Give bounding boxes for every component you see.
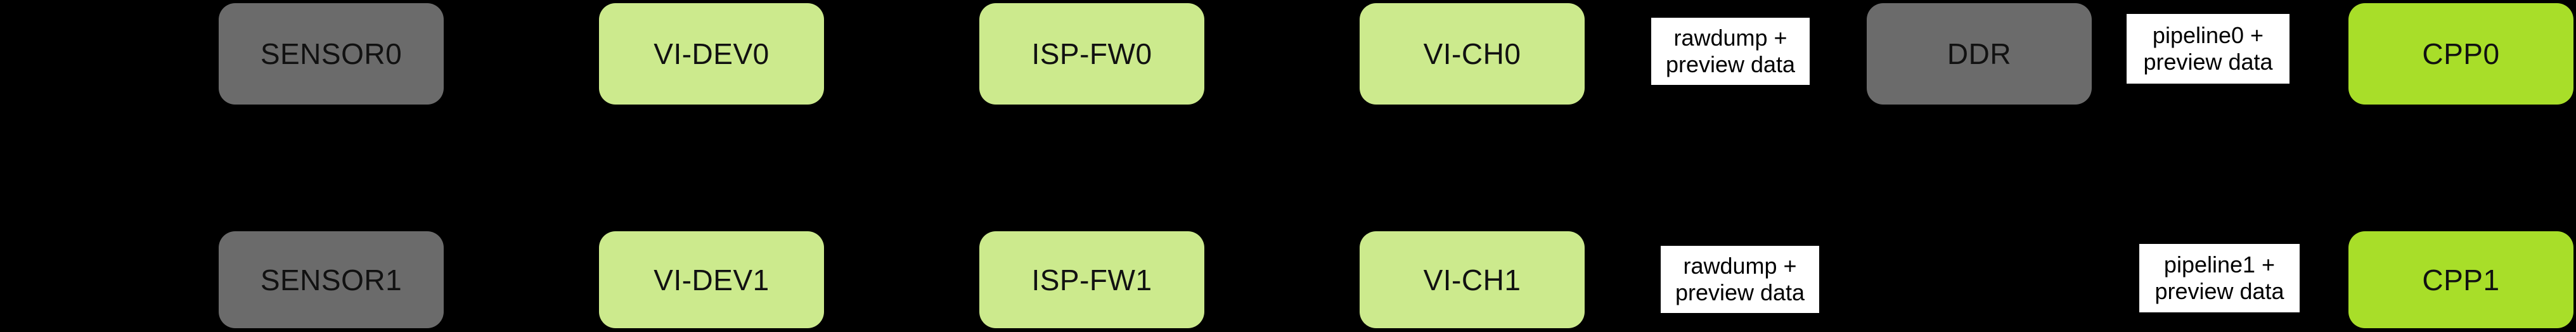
data-label-line: rawdump + — [1683, 252, 1797, 279]
data-label-rawdump1: rawdump +preview data — [1661, 246, 1819, 313]
node-vi-ch0[interactable]: VI-CH0 — [1360, 3, 1585, 105]
node-ddr0[interactable]: DDR — [1867, 3, 2092, 105]
node-cpp0[interactable]: CPP0 — [2348, 3, 2573, 105]
data-label-line: rawdump + — [1673, 24, 1787, 51]
data-label-rawdump0: rawdump +preview data — [1651, 18, 1810, 85]
data-label-pipeline0: pipeline0 +preview data — [2127, 14, 2289, 84]
node-vi-dev1[interactable]: VI-DEV1 — [599, 231, 824, 328]
data-label-line: pipeline0 + — [2152, 22, 2264, 48]
node-vi-ch1[interactable]: VI-CH1 — [1360, 231, 1585, 328]
data-label-pipeline1: pipeline1 +preview data — [2139, 244, 2300, 312]
data-label-line: preview data — [1665, 51, 1796, 77]
node-sensor0[interactable]: SENSOR0 — [219, 3, 444, 105]
data-label-line: preview data — [2143, 49, 2273, 75]
data-label-line: pipeline1 + — [2163, 251, 2276, 278]
node-isp-fw1[interactable]: ISP-FW1 — [979, 231, 1204, 328]
data-label-line: preview data — [1675, 279, 1805, 305]
node-vi-dev0[interactable]: VI-DEV0 — [599, 3, 824, 105]
node-cpp1[interactable]: CPP1 — [2348, 231, 2573, 328]
data-label-line: preview data — [2154, 278, 2284, 304]
node-sensor1[interactable]: SENSOR1 — [219, 231, 444, 328]
node-isp-fw0[interactable]: ISP-FW0 — [979, 3, 1204, 105]
